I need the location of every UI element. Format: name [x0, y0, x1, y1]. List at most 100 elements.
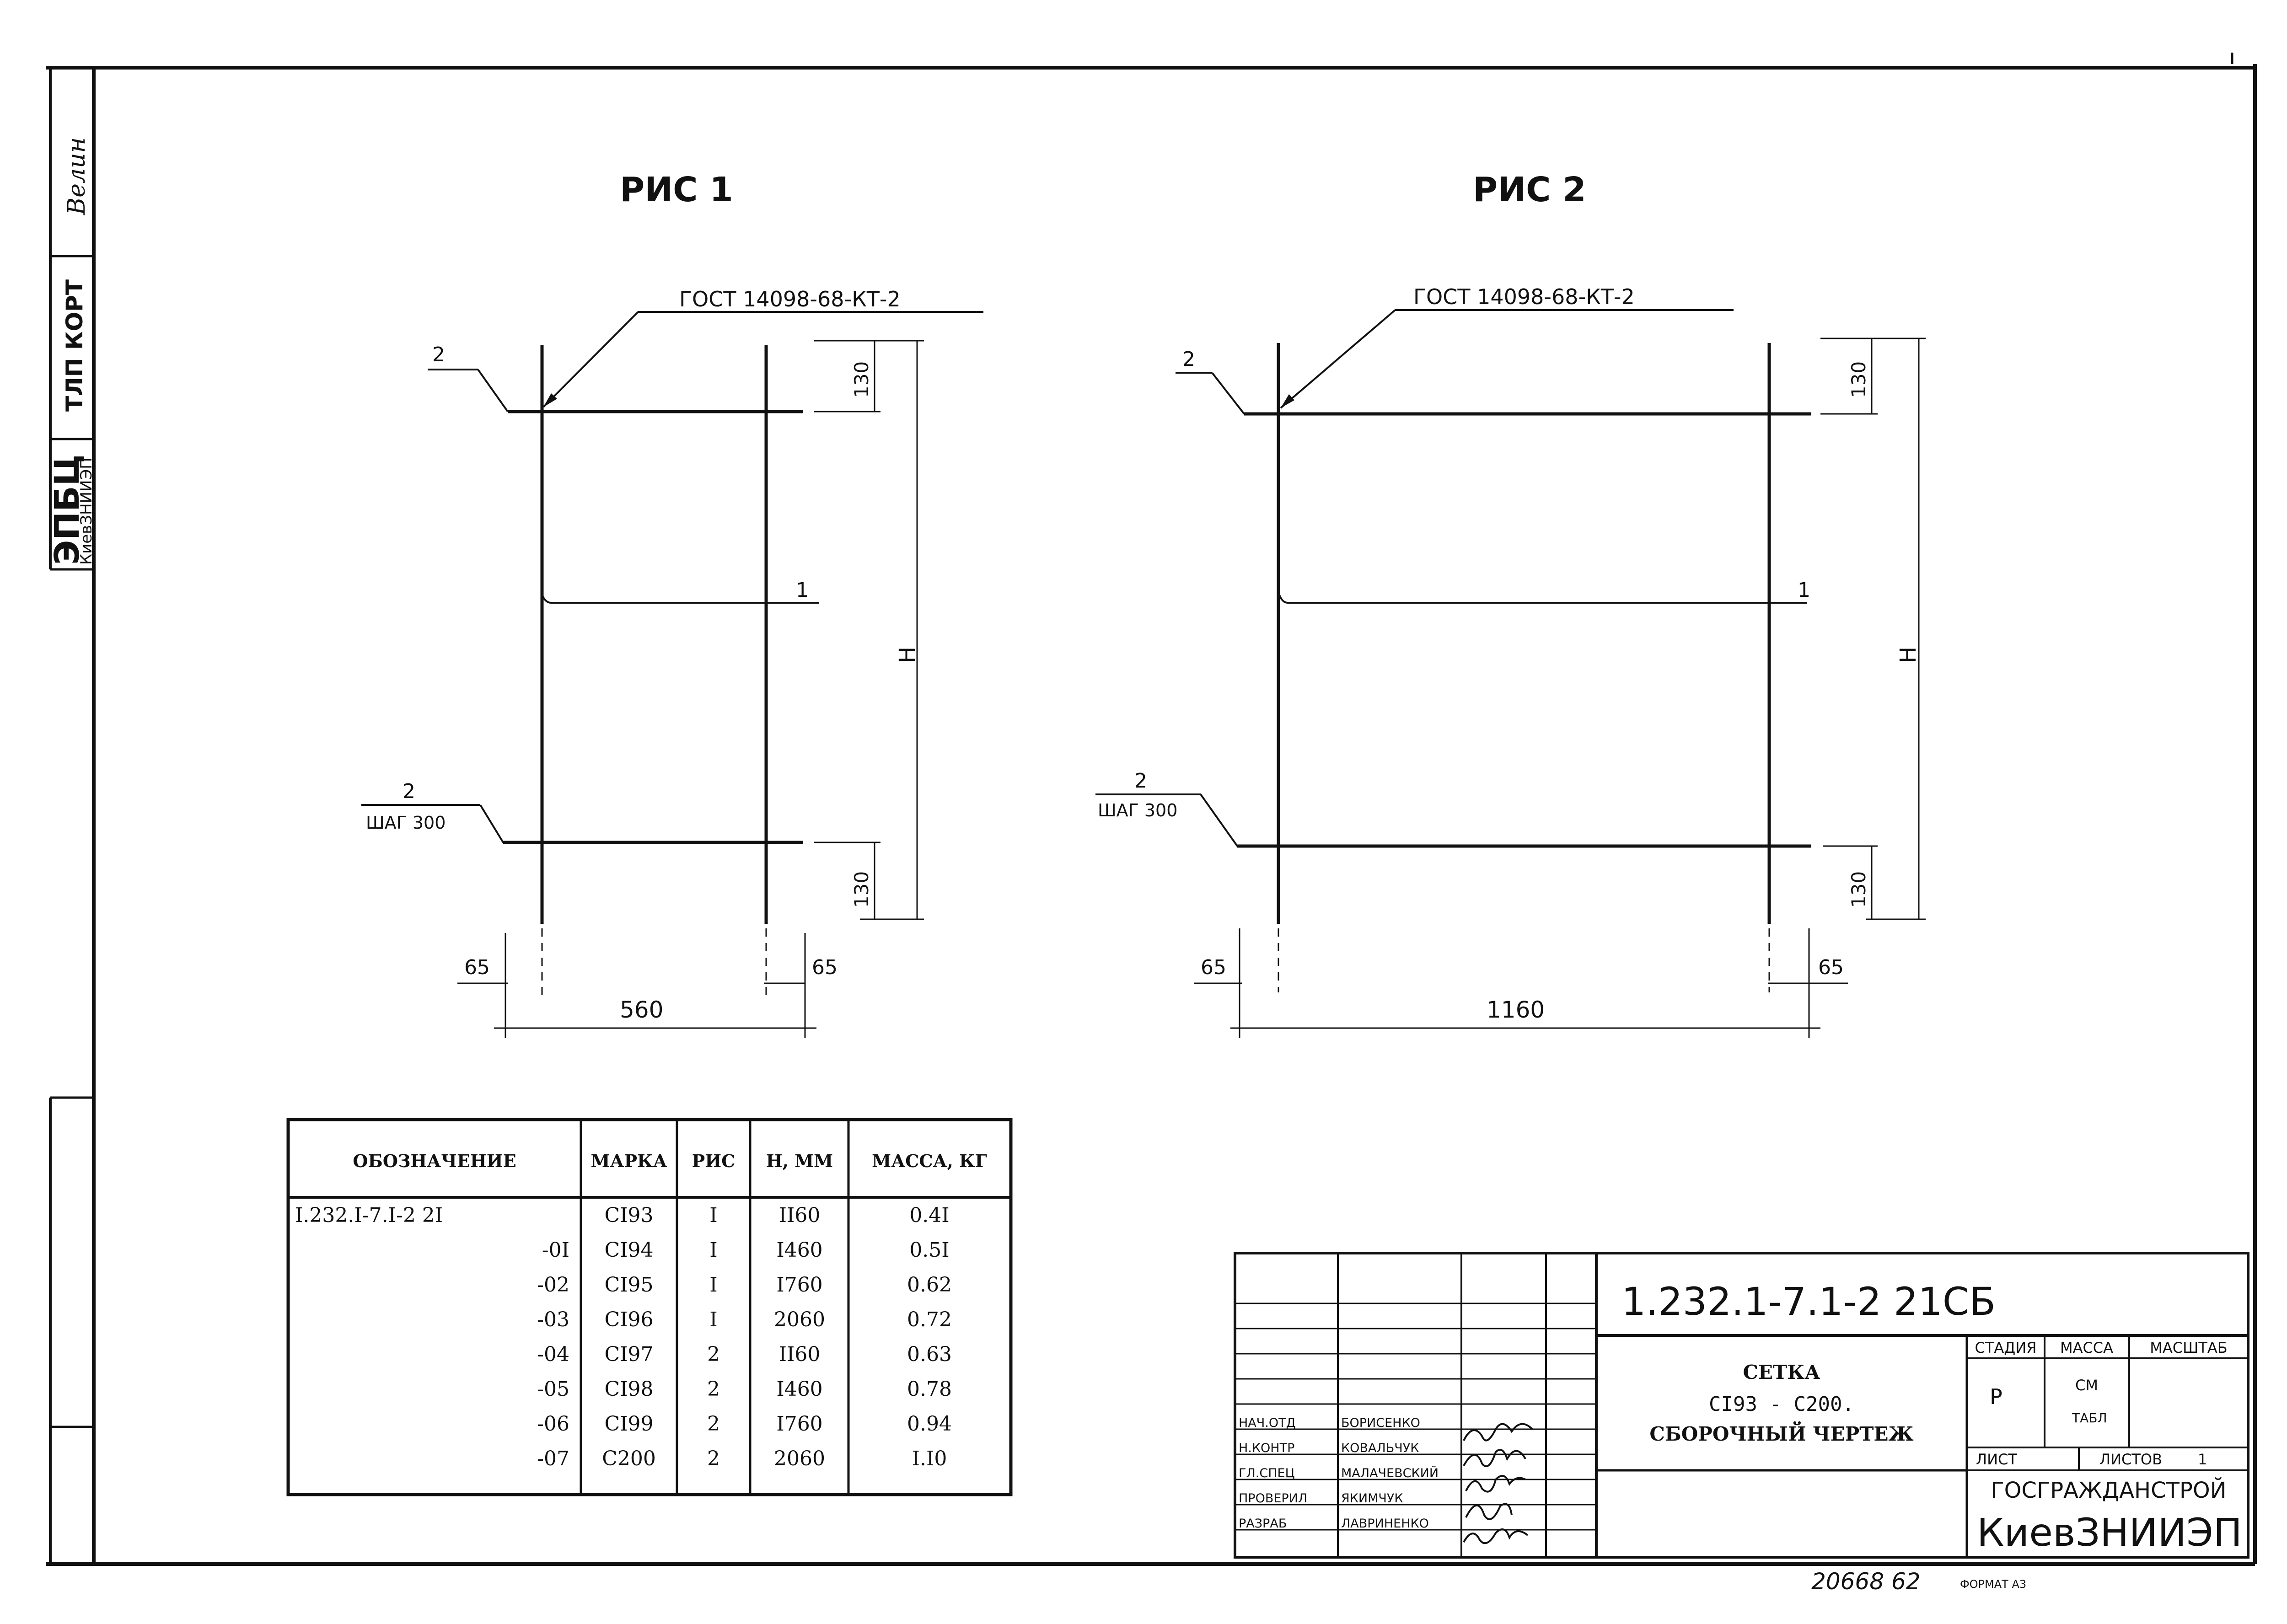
- spec-cell-mark: CI93: [604, 1204, 653, 1227]
- spec-cell-mass: 0.63: [907, 1343, 952, 1366]
- spec-cell-fig: 2: [707, 1343, 720, 1366]
- spec-cell-fig: I: [709, 1273, 717, 1297]
- side-signature: Велин: [63, 137, 91, 215]
- spec-cell-h: I760: [776, 1412, 822, 1436]
- spec-cell-mass: 0.94: [907, 1412, 952, 1436]
- spec-cell-mark: CI98: [604, 1377, 653, 1401]
- spec-cell-designation: -03: [537, 1308, 569, 1331]
- signer-role: НАЧ.ОТД: [1239, 1416, 1296, 1430]
- spec-cell-designation: -05: [537, 1377, 569, 1401]
- mass-line1: СМ: [2075, 1377, 2098, 1394]
- side-org-code: ЭПБЦ: [48, 455, 87, 565]
- spec-cell-mark: CI99: [604, 1412, 653, 1436]
- signer-name: ЯКИМЧУК: [1341, 1491, 1403, 1506]
- spec-cell-h: I460: [776, 1377, 822, 1401]
- spec-cell-h: 2060: [774, 1447, 825, 1470]
- spec-cell-designation: -06: [537, 1412, 569, 1436]
- fig1-gost-label: ГОСТ 14098-68-КТ-2: [679, 287, 901, 311]
- format-label: ФОРМАТ А3: [1960, 1578, 2026, 1591]
- fig2-dim-left: 65: [1201, 956, 1226, 979]
- fig1-pos-top: 2: [432, 343, 445, 366]
- handwritten-signatures: [1463, 1423, 1533, 1544]
- side-tlp-kort: ТЛП КОРТ: [61, 279, 88, 412]
- signer-name: МАЛАЧЕВСКИЙ: [1341, 1466, 1439, 1480]
- spec-cell-mass: 0.62: [907, 1273, 952, 1297]
- spec-cell-fig: 2: [707, 1447, 720, 1470]
- fig1-dim-top: 130: [850, 361, 873, 398]
- doc-title-line1: СЕТКА: [1743, 1361, 1820, 1383]
- figure-1: РИС 1 ГОСТ 14098-68-КТ-2 2 1 2 ШАГ 300 1…: [361, 170, 983, 1038]
- fig2-dim-bottom: 130: [1847, 871, 1870, 908]
- spec-cell-h: II60: [779, 1343, 821, 1366]
- sheet-label: ЛИСТ: [1976, 1451, 2017, 1468]
- spec-header-h: Н, ММ: [766, 1151, 833, 1171]
- signer-role: ГЛ.СПЕЦ: [1239, 1466, 1295, 1480]
- spec-header-designation: ОБОЗНАЧЕНИЕ: [353, 1151, 516, 1171]
- fig1-dim-right: 65: [812, 956, 837, 979]
- org-line1: ГОСГРАЖДАНСТРОЙ: [1991, 1477, 2226, 1503]
- doc-title-line2: CI93 - C200.: [1709, 1393, 1854, 1416]
- spec-cell-fig: 2: [707, 1377, 720, 1401]
- spec-cell-h: I460: [776, 1238, 822, 1262]
- signer-name: БОРИСЕНКО: [1341, 1416, 1420, 1430]
- signer-name: ЛАВРИНЕНКО: [1341, 1517, 1429, 1531]
- spec-cell-h: 2060: [774, 1308, 825, 1331]
- signer-name: КОВАЛЬЧУК: [1341, 1441, 1419, 1455]
- spec-header-fig: РИС: [692, 1151, 735, 1171]
- inventory-number: 20668 62: [1811, 1568, 1921, 1595]
- signer-role: ПРОВЕРИЛ: [1239, 1491, 1307, 1506]
- spec-cell-designation: I.232.I-7.I-2 2I: [295, 1204, 443, 1227]
- fig2-pos-bottom: 2: [1134, 769, 1147, 793]
- spec-cell-h: II60: [779, 1204, 821, 1227]
- spec-header-mark: МАРКА: [591, 1151, 667, 1171]
- spec-table: ОБОЗНАЧЕНИЕ МАРКА РИС Н, ММ МАССА, КГ I.…: [286, 1118, 1013, 1496]
- spec-cell-mark: C200: [602, 1447, 656, 1470]
- title-block: 1.232.1-7.1-2 21СБ СЕТКА CI93 - C200. СБ…: [1234, 1252, 2249, 1559]
- signer-role: РАЗРАБ: [1239, 1517, 1287, 1531]
- spec-cell-fig: I: [709, 1238, 717, 1262]
- spec-cell-mass: I.I0: [912, 1447, 947, 1470]
- spec-cell-designation: -0I: [542, 1238, 569, 1262]
- doc-title-line3: СБОРОЧНЫЙ ЧЕРТЕЖ: [1649, 1421, 1913, 1445]
- fig2-title: РИС 2: [1473, 170, 1586, 209]
- spec-cell-mark: CI96: [604, 1308, 653, 1331]
- fig1-pos-mid: 1: [796, 579, 809, 602]
- side-stamp: Велин ТЛП КОРТ ЭПБЦ КиевЗНИИЭП: [48, 137, 96, 565]
- spec-cell-mass: 0.72: [907, 1308, 952, 1331]
- fig1-pos-bottom: 2: [403, 780, 415, 803]
- fig2-gost-label: ГОСТ 14098-68-КТ-2: [1413, 284, 1635, 309]
- col-mass-label: МАССА: [2060, 1339, 2113, 1356]
- spec-cell-h: I760: [776, 1273, 822, 1297]
- spec-cell-fig: 2: [707, 1412, 720, 1436]
- spec-cell-mass: 0.5I: [909, 1238, 949, 1262]
- sheet-frame: [46, 53, 2257, 1566]
- sheets-label: ЛИСТОВ: [2099, 1451, 2162, 1468]
- spec-cell-fig: I: [709, 1204, 717, 1227]
- fig2-dim-width: 1160: [1487, 997, 1545, 1023]
- fig1-step: ШАГ 300: [366, 813, 446, 833]
- fig2-dim-top: 130: [1847, 361, 1870, 398]
- col-stage-label: СТАДИЯ: [1975, 1339, 2037, 1356]
- spec-cell-mark: CI95: [604, 1273, 653, 1297]
- signer-role: Н.КОНТР: [1239, 1441, 1294, 1455]
- col-scale-label: МАСШТАБ: [2150, 1339, 2227, 1356]
- doc-number: 1.232.1-7.1-2 21СБ: [1621, 1279, 1996, 1324]
- spec-cell-mass: 0.4I: [909, 1204, 949, 1227]
- fig2-pos-top: 2: [1182, 348, 1195, 371]
- fig1-dim-width: 560: [620, 997, 663, 1023]
- fig2-dim-height: Н: [1895, 647, 1921, 663]
- spec-cell-mark: CI97: [604, 1343, 653, 1366]
- spec-cell-fig: I: [709, 1308, 717, 1331]
- sheets-value: 1: [2198, 1451, 2207, 1468]
- fig1-dim-height: Н: [895, 647, 920, 663]
- fig2-step: ШАГ 300: [1098, 800, 1177, 820]
- spec-header-mass: МАССА, КГ: [872, 1151, 987, 1171]
- side-org-name: КиевЗНИИЭП: [77, 457, 96, 565]
- spec-cell-designation: -07: [537, 1447, 569, 1470]
- org-line2: КиевЗНИИЭП: [1977, 1510, 2242, 1555]
- figure-2: РИС 2 ГОСТ 14098-68-КТ-2 2 1 2 ШАГ 300 1…: [1095, 170, 1926, 1038]
- spec-cell-designation: -04: [537, 1343, 569, 1366]
- mass-line2: ТАБЛ: [2072, 1410, 2107, 1426]
